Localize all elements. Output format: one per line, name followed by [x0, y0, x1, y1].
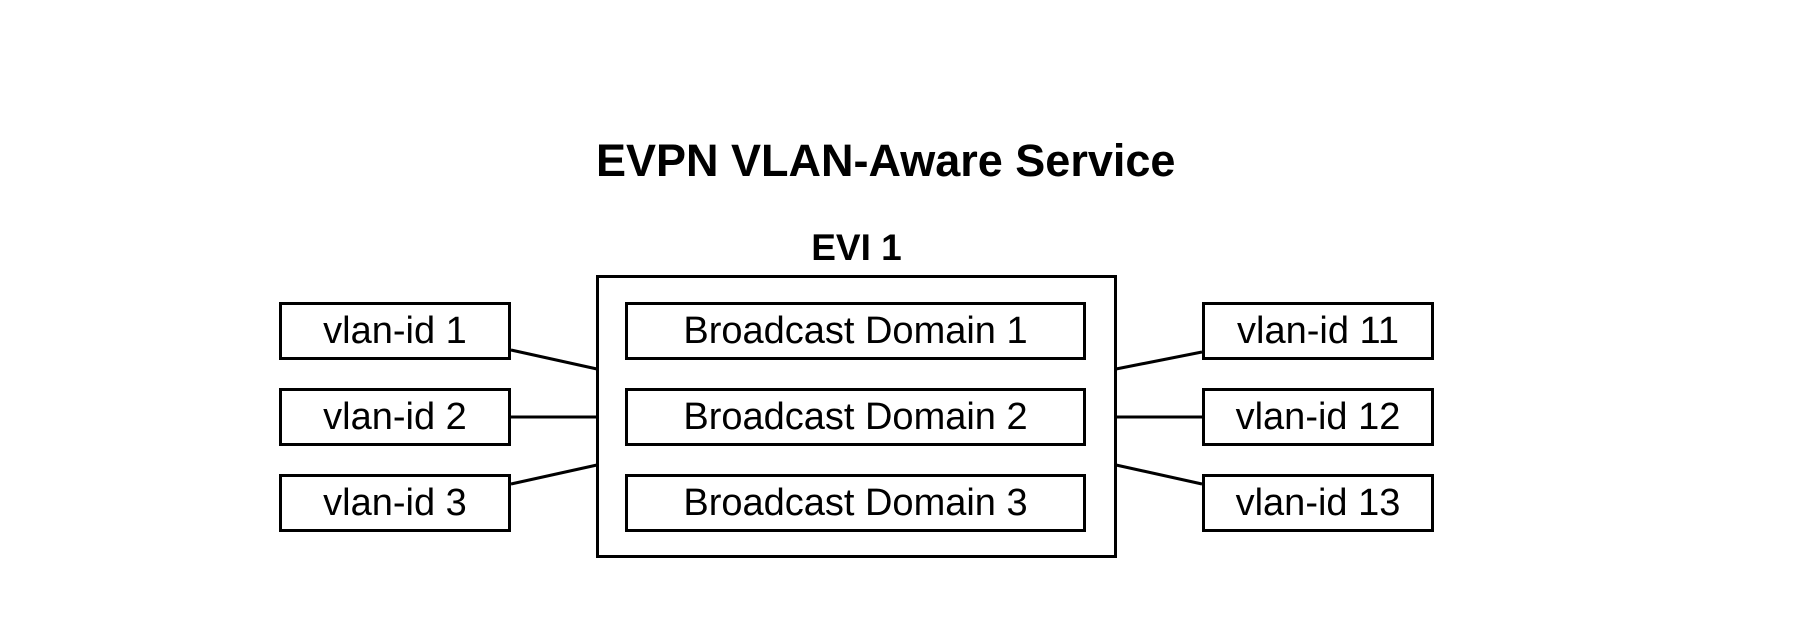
broadcast-domain-3-box: Broadcast Domain 3	[625, 474, 1086, 532]
broadcast-domain-2-box: Broadcast Domain 2	[625, 388, 1086, 446]
connector-bd3-to-vlan13	[1115, 463, 1203, 486]
vlan-id-2-box: vlan-id 2	[279, 388, 511, 446]
vlan-id-13-box: vlan-id 13	[1202, 474, 1434, 532]
connector-vlan3-to-bd3	[510, 463, 598, 486]
connector-vlan1-to-bd1	[510, 348, 598, 371]
evi-label: EVI 1	[811, 227, 902, 268]
vlan-id-1-box: vlan-id 1	[279, 302, 511, 360]
broadcast-domain-1-box: Broadcast Domain 1	[625, 302, 1086, 360]
vlan-id-11-box: vlan-id 11	[1202, 302, 1434, 360]
vlan-id-3-box: vlan-id 3	[279, 474, 511, 532]
connector-bd1-to-vlan11	[1115, 350, 1203, 371]
vlan-id-12-box: vlan-id 12	[1202, 388, 1434, 446]
diagram-title: EVPN VLAN-Aware Service	[596, 135, 1176, 186]
